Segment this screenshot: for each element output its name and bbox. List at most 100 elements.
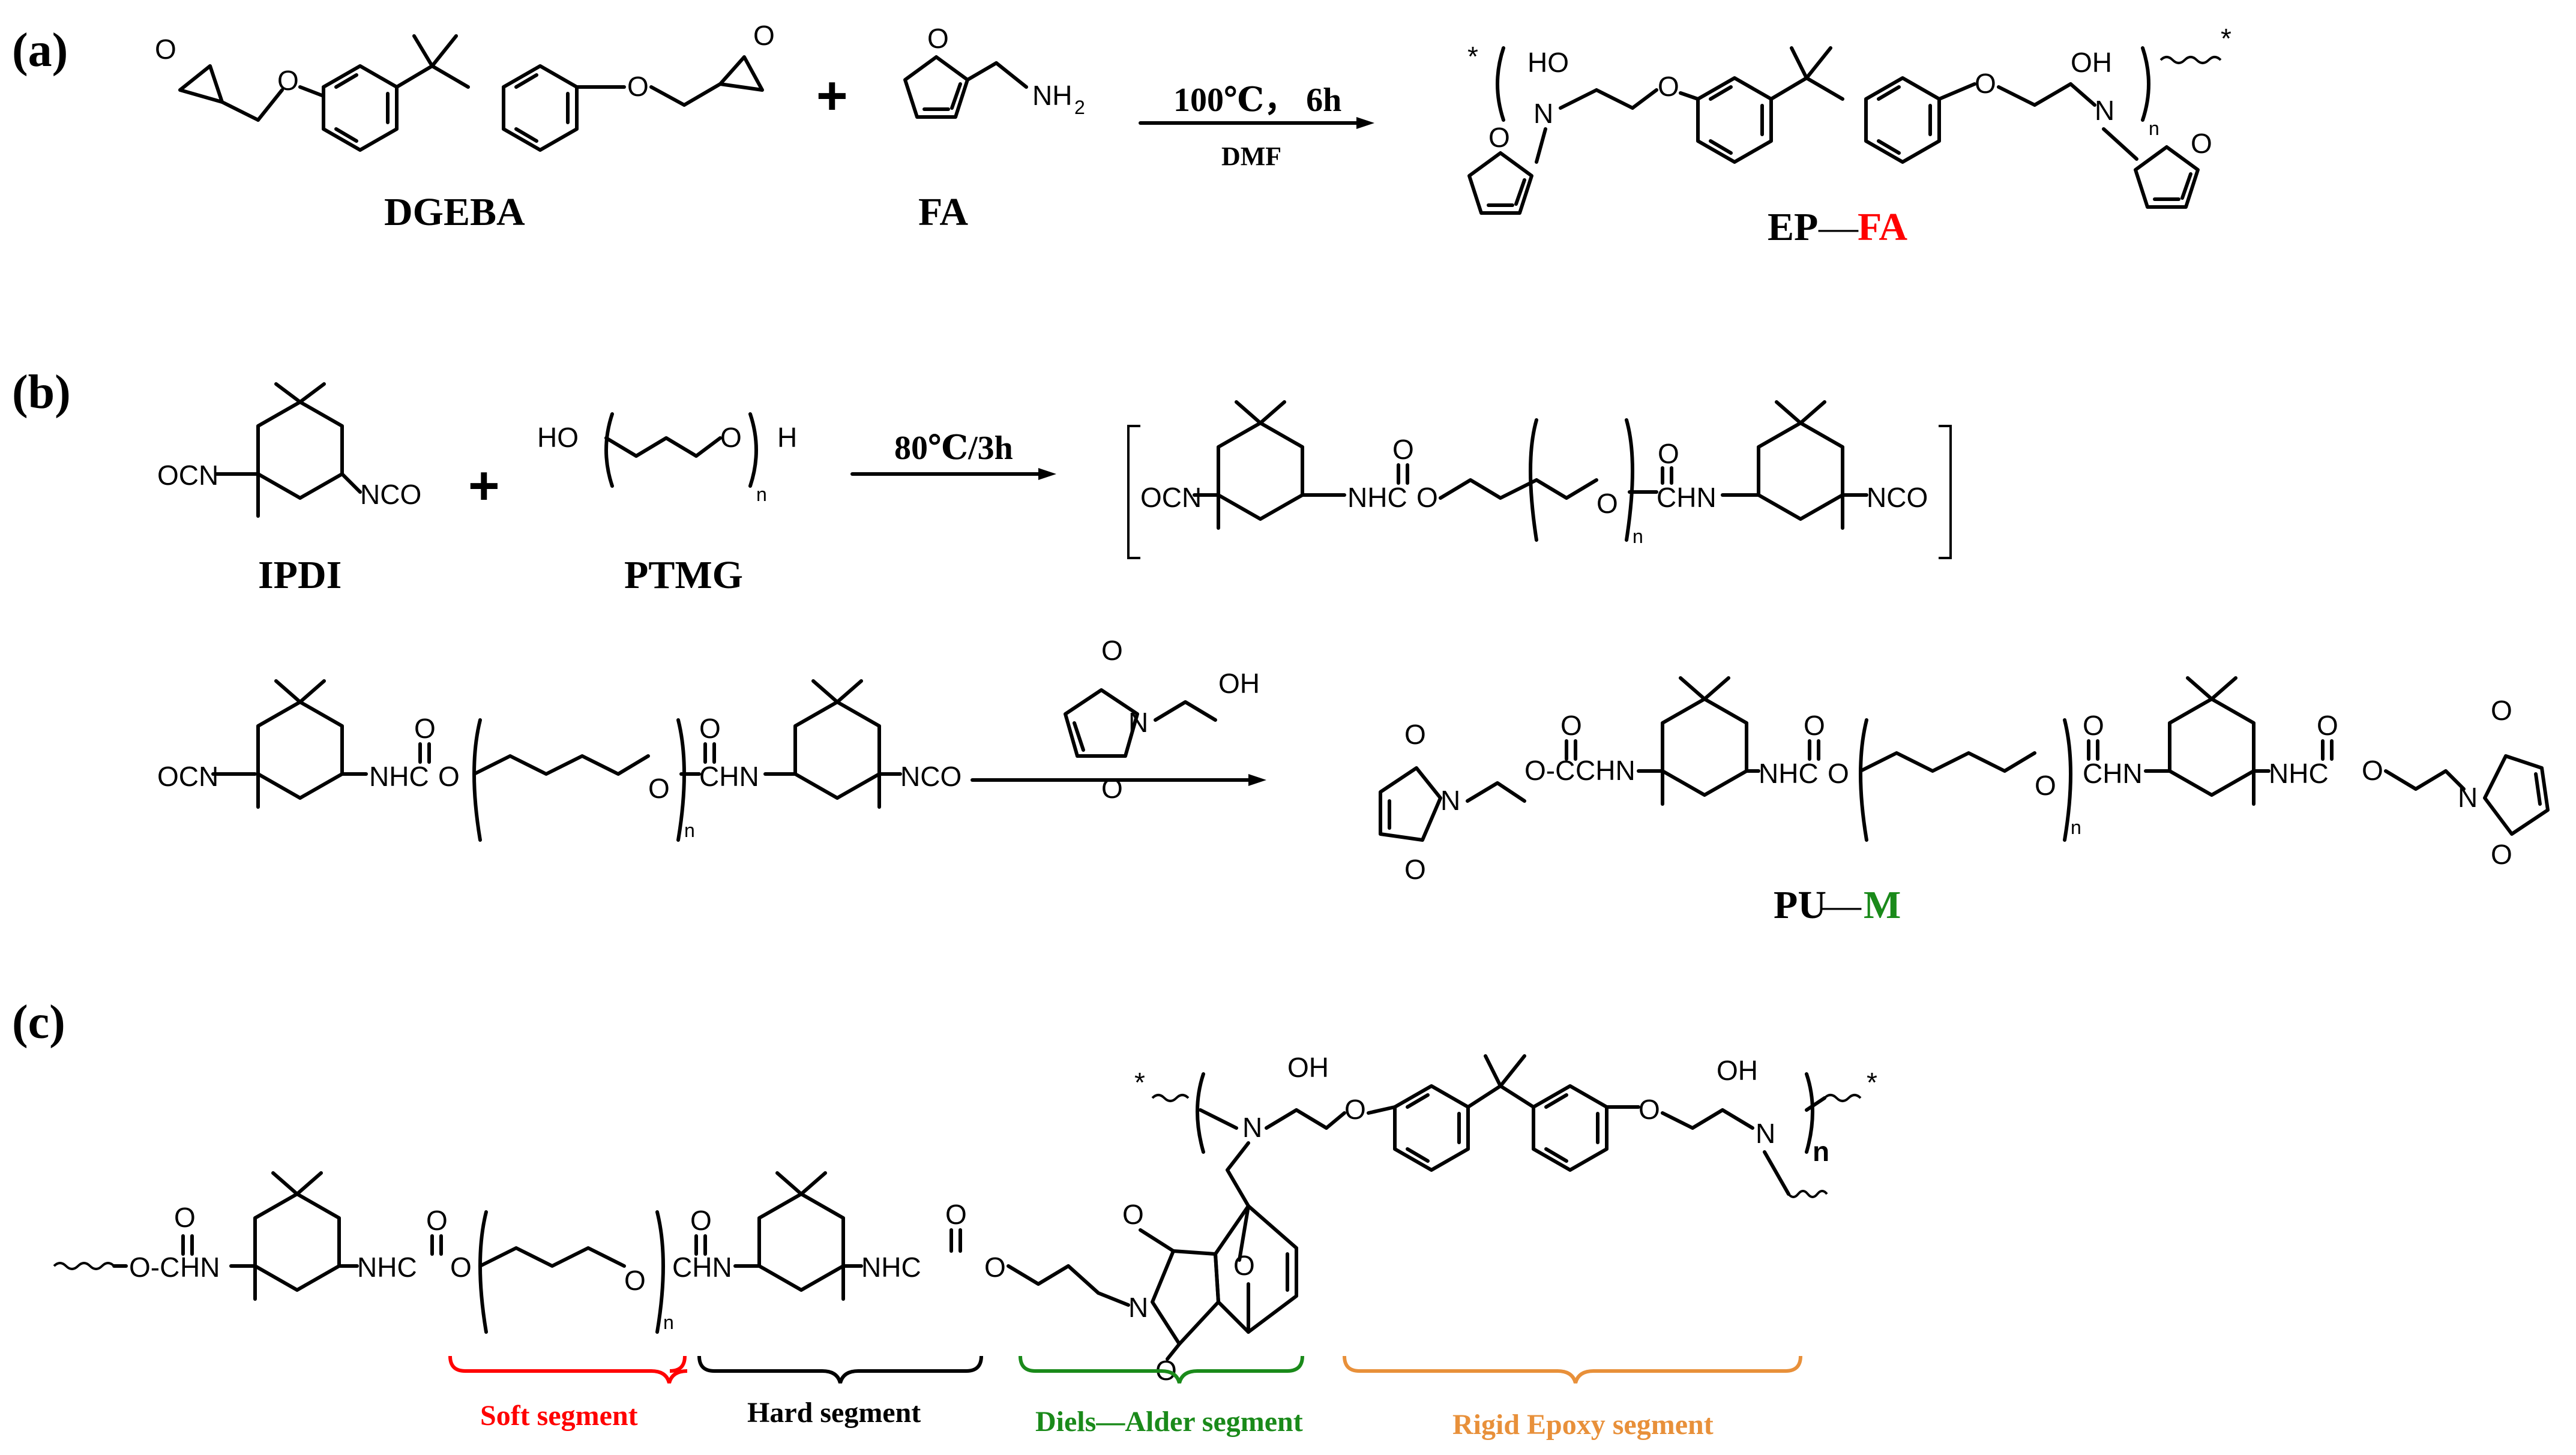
svg-text:CHN: CHN [672,1252,732,1283]
svg-text:O: O [438,761,460,792]
svg-text:HO: HO [1527,47,1569,78]
svg-text:OH: OH [1218,668,1260,699]
label-ptmg: PTMG [624,553,743,597]
brace-soft [448,1355,688,1384]
arrow-b1 [850,468,1056,480]
svg-text:O: O [1639,1094,1660,1125]
svg-text:N: N [1533,98,1553,129]
svg-text:O: O [1404,854,1426,885]
svg-text:O: O [2491,839,2512,870]
svg-text:OH: OH [1717,1055,1758,1086]
svg-text:n: n [663,1312,674,1333]
condition-a-solvent: DMF [1221,142,1281,171]
svg-text:PU: PU [1774,883,1826,927]
svg-text:CHN: CHN [1657,482,1717,513]
svg-text:O: O [1975,68,1996,99]
fa-structure: O NH 2 [905,23,1085,118]
svg-text:O: O [648,773,670,804]
segment-label-soft: Soft segment [480,1400,638,1432]
svg-text:FA: FA [1858,205,1907,249]
hydroxyethyl-maleimide: O O N OH [1064,635,1260,804]
svg-text:*: * [2221,23,2231,54]
svg-text:EP: EP [1768,205,1818,249]
svg-text:*: * [1867,1067,1877,1098]
svg-text:N: N [1128,707,1148,738]
svg-text:N: N [1756,1118,1775,1149]
svg-text:O-C: O-C [129,1252,179,1283]
svg-text:*: * [1467,41,1478,72]
condition-a-temp: 100℃， 6h [1173,82,1341,119]
svg-text:n: n [1813,1136,1829,1167]
svg-text:OCN: OCN [157,761,218,792]
ipdi-structure: OCN NCO [157,382,421,518]
svg-text:NCO: NCO [900,761,961,792]
svg-text:O: O [2035,770,2056,801]
svg-text:NCO: NCO [360,479,421,510]
svg-text:O: O [1560,710,1582,741]
svg-text:O: O [1122,1199,1144,1230]
svg-text:n: n [756,484,767,505]
svg-text:N: N [2458,782,2478,813]
svg-text:O: O [753,20,775,51]
svg-text:O: O [984,1252,1006,1283]
svg-text:HO: HO [537,422,579,453]
plus-a: + [816,66,848,126]
svg-text:M: M [1864,883,1901,927]
label-dgeba: DGEBA [384,190,525,234]
svg-text:O: O [2191,128,2212,159]
svg-text:O: O [1596,488,1618,519]
svg-text:—: — [1821,883,1862,927]
svg-text:O: O [2083,710,2104,741]
svg-text:O: O [1828,758,1849,789]
svg-text:N: N [1128,1292,1148,1323]
brace-hard [697,1355,983,1384]
svg-text:OH: OH [1287,1052,1329,1083]
svg-text:O: O [1488,122,1510,153]
svg-text:—: — [1818,205,1859,249]
svg-text:NHC: NHC [357,1252,417,1283]
svg-text:NHC: NHC [369,761,429,792]
ptmg-structure: HO O n H [537,412,797,505]
svg-text:NCO: NCO [1867,482,1928,513]
svg-text:O: O [699,713,721,744]
svg-text:O: O [1101,635,1123,666]
svg-text:O: O [1392,434,1414,465]
label-pu-m: PU — M [1774,883,1901,927]
svg-text:NHC: NHC [2269,758,2329,789]
svg-text:O: O [1233,1250,1255,1281]
panel-label-c: (c) [12,996,65,1049]
arrow-a [1139,117,1374,129]
network-structure: O-C HN O NHC O O O n CHN O NHC O O [53,1052,1877,1386]
svg-text:NHC: NHC [1759,758,1819,789]
dgeba-structure: O O O O [155,20,775,150]
svg-text:O: O [2491,695,2512,726]
svg-text:CHN: CHN [699,761,759,792]
svg-text:O: O [720,422,742,453]
svg-text:O: O [627,71,649,102]
svg-text:O: O [1804,710,1825,741]
segment-label-hard: Hard segment [747,1397,921,1429]
pu-m-structure: O O N O-C CHN O NHC O O O n CHN O NHC [1379,676,2550,885]
svg-text:O: O [1404,719,1426,750]
svg-text:O: O [426,1205,448,1236]
svg-text:2: 2 [1074,97,1085,118]
svg-text:n: n [684,820,695,841]
svg-text:N: N [2095,95,2114,126]
svg-text:n: n [2071,817,2081,838]
svg-text:NHC: NHC [1347,482,1407,513]
svg-text:O: O [155,34,176,65]
svg-text:O: O [174,1202,196,1233]
svg-text:O: O [414,713,436,744]
label-ipdi: IPDI [258,553,342,597]
svg-text:O: O [277,65,299,96]
label-ep-fa: EP — FA [1768,205,1907,249]
svg-text:O: O [945,1199,967,1230]
svg-text:NH: NH [1032,80,1072,111]
segment-label-rigid-epoxy: Rigid Epoxy segment [1452,1409,1714,1441]
svg-text:OCN: OCN [157,460,218,491]
svg-text:OH: OH [2071,47,2112,78]
brace-diels-alder [1019,1355,1304,1384]
svg-text:NHC: NHC [861,1252,921,1283]
svg-text:N: N [1440,785,1460,816]
svg-text:O: O [927,23,949,54]
